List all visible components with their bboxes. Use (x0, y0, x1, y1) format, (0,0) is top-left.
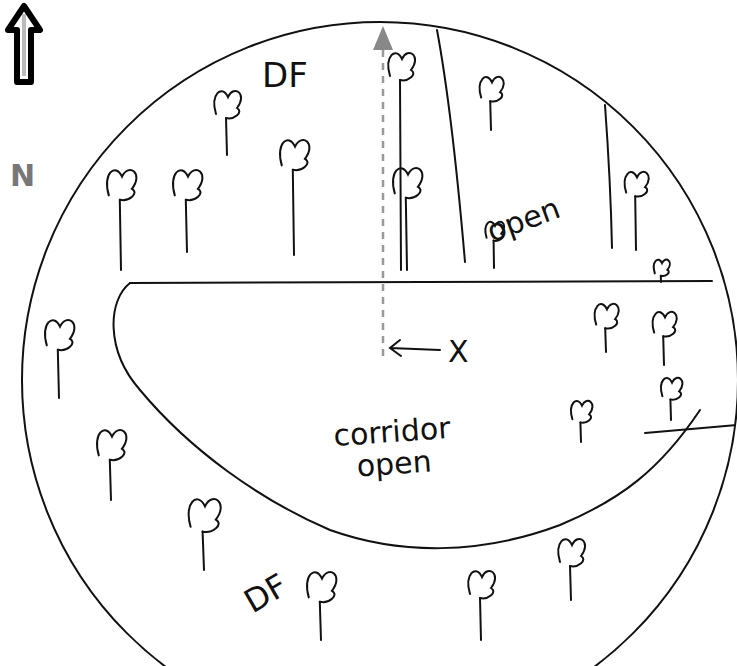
tree-symbol (307, 572, 336, 640)
tree-symbol (480, 77, 504, 130)
north-arrow-core (22, 14, 26, 76)
tree-symbol (558, 539, 585, 600)
forest-label: DF (262, 58, 342, 94)
tree-symbol (97, 430, 126, 500)
tree-symbol (45, 320, 74, 398)
tree-symbol (661, 378, 682, 420)
tree-symbol (388, 53, 415, 270)
map-boundary (22, 22, 737, 666)
forest-label: DF (239, 550, 325, 619)
tree-symbol (280, 140, 309, 255)
bearing-line (382, 48, 385, 356)
bearing-arrowhead (373, 26, 393, 50)
tree-symbol (653, 312, 677, 365)
tree-symbol (654, 260, 670, 282)
tree-symbol (173, 170, 202, 252)
tree-symbol (393, 168, 422, 270)
north-letter: N (10, 160, 50, 192)
tree-symbol (214, 91, 241, 155)
tree-symbol (189, 499, 221, 570)
pointer-arrow (390, 340, 440, 356)
forest-edge-line (130, 281, 712, 283)
open-strip-line (437, 30, 465, 262)
corridor-label: corridor open (316, 411, 470, 484)
tree-symbol (468, 571, 495, 640)
leader-line (645, 425, 737, 433)
open-label: open (483, 180, 597, 247)
north-arrow (8, 6, 40, 82)
open-strip-line (605, 105, 612, 248)
corridor-boundary (114, 283, 700, 548)
tree-symbol (595, 304, 619, 352)
tree-symbol (625, 172, 649, 250)
point-marker: X (448, 336, 488, 368)
tree-symbol (571, 401, 592, 442)
tree-symbol (107, 170, 136, 270)
